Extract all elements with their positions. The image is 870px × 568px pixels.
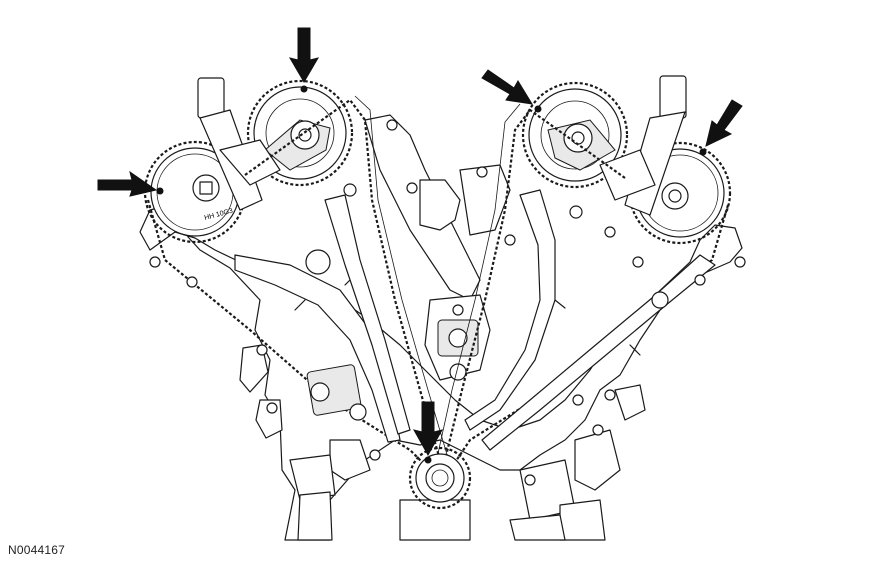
left-exhaust-cam-sprocket: HH 10G3 <box>143 140 247 244</box>
left-intake-cam-timing-mark-arrow <box>288 27 320 93</box>
arrow-down-left-icon <box>705 99 743 147</box>
right-vct-solenoid <box>599 75 687 216</box>
right-intake-cam-timing-mark-arrow <box>481 69 542 113</box>
arrow-right-icon <box>97 170 158 197</box>
left-vct-solenoid <box>197 77 281 211</box>
left-chain-tensioner <box>306 364 367 421</box>
crankshaft-sprocket <box>408 446 472 510</box>
arrow-down-right-icon <box>481 69 533 105</box>
arrow-down-icon <box>412 401 444 457</box>
right-chain-guide <box>481 254 716 451</box>
right-exhaust-cam-timing-mark-arrow <box>699 99 743 156</box>
bolts <box>149 119 746 486</box>
right-timing-chain <box>436 103 730 471</box>
center-front-cover <box>364 114 511 381</box>
left-timing-chain <box>146 95 449 471</box>
figure-id-label: N0044167 <box>8 543 65 557</box>
left-intake-cam-sprocket <box>246 79 354 187</box>
crankshaft-timing-mark-arrow <box>412 401 444 464</box>
arrow-down-icon <box>288 27 320 83</box>
right-chain-tensioner-arm <box>464 189 556 431</box>
left-exhaust-cam-timing-mark-arrow <box>97 170 164 197</box>
left-chain-guide <box>324 194 411 435</box>
